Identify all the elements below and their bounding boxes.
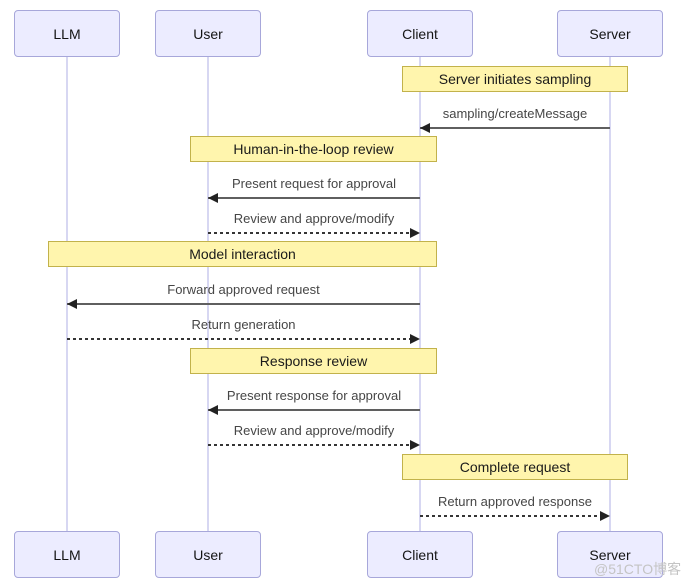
- arrowhead-right-icon: [410, 334, 420, 344]
- actor-user-bottom: User: [155, 531, 261, 578]
- note-complete-request: Complete request: [402, 454, 628, 480]
- note-model-interaction: Model interaction: [48, 241, 437, 267]
- message-line: [208, 232, 410, 234]
- arrowhead-right-icon: [410, 228, 420, 238]
- note-response-review: Response review: [190, 348, 437, 374]
- note-label: Complete request: [459, 459, 571, 475]
- actor-llm-bottom: LLM: [14, 531, 120, 578]
- note-label: Response review: [259, 353, 368, 369]
- actor-server-bottom: Server: [557, 531, 663, 578]
- actor-label: LLM: [53, 546, 81, 563]
- lifeline-server: [609, 57, 611, 531]
- note-label: Human-in-the-loop review: [233, 141, 394, 157]
- arrowhead-left-icon: [208, 405, 218, 415]
- message-label-sampling-createmessage: sampling/createMessage: [442, 106, 588, 121]
- actor-label: Client: [402, 546, 438, 563]
- message-line: [67, 303, 420, 305]
- actor-label: LLM: [53, 25, 81, 42]
- note-server-initiates-sampling: Server initiates sampling: [402, 66, 628, 92]
- actor-label: Client: [402, 25, 438, 42]
- message-line: [208, 197, 420, 199]
- message-label-review-approve-2: Review and approve/modify: [233, 423, 395, 438]
- message-label-present-response: Present response for approval: [226, 388, 402, 403]
- watermark: @51CTO博客: [594, 561, 682, 577]
- message-label-present-request: Present request for approval: [231, 176, 397, 191]
- actor-llm-top: LLM: [14, 10, 120, 57]
- note-label: Model interaction: [189, 246, 296, 262]
- actor-label: Server: [589, 25, 631, 42]
- actor-label: User: [193, 25, 223, 42]
- message-label-forward-request: Forward approved request: [167, 282, 320, 297]
- lifeline-client: [419, 57, 421, 531]
- arrowhead-left-icon: [420, 123, 430, 133]
- message-label-return-generation: Return generation: [191, 317, 296, 332]
- arrowhead-left-icon: [208, 193, 218, 203]
- arrowhead-right-icon: [410, 440, 420, 450]
- note-human-in-the-loop-review: Human-in-the-loop review: [190, 136, 437, 162]
- message-line: [67, 338, 410, 340]
- actor-label: Server: [589, 546, 631, 563]
- arrowhead-left-icon: [67, 299, 77, 309]
- message-line: [208, 409, 420, 411]
- lifeline-llm: [66, 57, 68, 531]
- message-line: [420, 515, 600, 517]
- actor-label: User: [193, 546, 223, 563]
- actor-server-top: Server: [557, 10, 663, 57]
- actor-client-bottom: Client: [367, 531, 473, 578]
- message-line: [208, 444, 410, 446]
- actor-client-top: Client: [367, 10, 473, 57]
- note-label: Server initiates sampling: [438, 71, 592, 87]
- actor-user-top: User: [155, 10, 261, 57]
- message-line: [420, 127, 610, 129]
- message-label-return-approved-response: Return approved response: [438, 494, 592, 509]
- arrowhead-right-icon: [600, 511, 610, 521]
- lifeline-user: [207, 57, 209, 531]
- message-label-review-approve-1: Review and approve/modify: [233, 211, 395, 226]
